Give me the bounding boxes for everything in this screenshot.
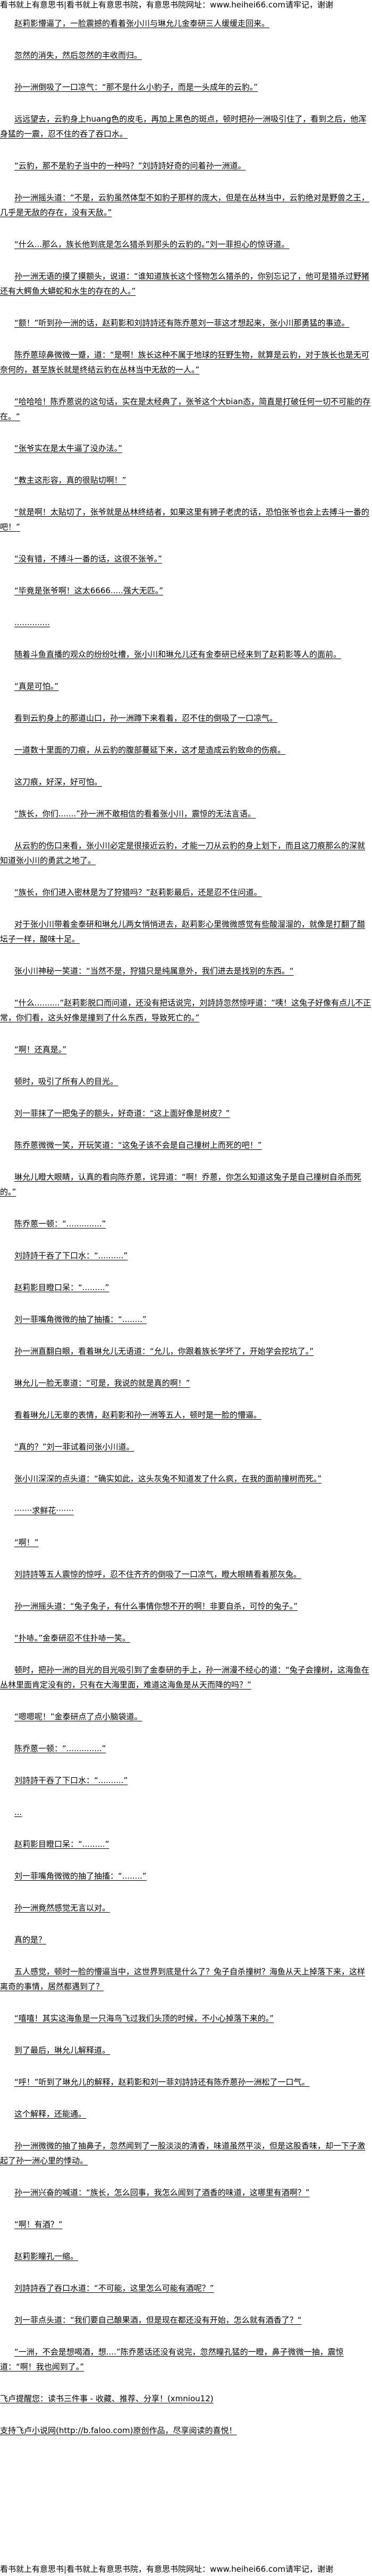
chapter-paragraph: 忽然的消失，然后忽然的丰收而归。 [14, 50, 142, 60]
site-notice-footer: 看书就上有意思书|看书就上有意思书院，有意思书院网址：www.heihei66.… [0, 2564, 333, 2574]
chapter-paragraph: 赵莉影瞳孔一缩。 [14, 2251, 79, 2261]
reading-tip: 飞卢提醒您：读书三件事 - 收藏、推荐、分享！(xmniou12) [0, 2394, 214, 2403]
chapter-paragraph: “嘻嘻！其实这海鱼是一只海鸟飞过我们头顶的时候，不小心掉落下来的。” [14, 2014, 274, 2023]
chapter-paragraph: 从云豹的伤口来看，张小川必定是很接近云豹，才能一刀从云豹的身上划下，而且这刀痕那… [0, 841, 366, 865]
chapter-paragraph: “没有错，不搏斗一番的话，这很不张爷。” [14, 554, 163, 564]
chapter-paragraph: 刘一菲嘴角微微的抽了抽搐：“........” [14, 1871, 147, 1881]
chapter-paragraph: 赵莉影懵逼了，一脸震撼的看着张小川与琳允儿金泰研三人缓缓走回来。 [14, 19, 270, 28]
chapter-paragraph: 赵莉影目瞪口呆：“.........” [14, 1839, 109, 1849]
chapter-paragraph: “就是啊！太贴切了，张爷就是丛林终结者，如果这里有狮子老虎的话，恐怕张爷也会上去… [0, 507, 369, 532]
chapter-paragraph: 刘一菲嘴角微微的抽了抽搐：“........” [14, 1315, 147, 1324]
chapter-paragraph: 顿时，吸引了所有人的目光。 [14, 1077, 119, 1086]
chapter-paragraph: 赵莉影目瞪口呆：“.........” [14, 1283, 109, 1292]
chapter-paragraph: 陈乔蒽一顿：“..............” [14, 1744, 106, 1753]
chapter-paragraph: “啊！” [14, 1538, 39, 1547]
chapter-paragraph: “什么..........“赵莉影脱口而问道，还没有把话说完，刘詩詩忽然惊呼道：… [0, 998, 371, 1022]
chapter-paragraph: 陈乔蒽琼鼻微微一蹙，道：“是啊！族长这种不属于地球的狂野生物，就算是云豹，对于族… [0, 350, 369, 374]
chapter-paragraph: 看着琳允儿无辜的表情，赵莉影和孙一洲等五人，顿时是一脸的懵逼。 [14, 1410, 262, 1420]
support-faloo-text: 支持飞卢小说网(http://b.faloo.com)原创作品，尽享阅读的喜悦！ [0, 2426, 237, 2435]
chapter-paragraph: “族长，你们进入密林是为了狩猎吗？”赵莉影最后，还是忍不住问道。 [14, 888, 262, 897]
chapter-paragraph: “啊！有酒？” [14, 2220, 63, 2229]
chapter-paragraph: 远远望去，云豹身上huang色的皮毛，再加上黑色的斑点，顿时把孙一洲吸引住了，看… [0, 114, 367, 139]
chapter-paragraph: 孙一洲倒吸了一口凉气：“那不是什么小豹子，而是一头成年的云豹。” [14, 82, 258, 92]
chapter-paragraph: 刘詩詩干吞了下口水：“..........” [14, 1776, 128, 1785]
chapter-paragraph: 看到云豹身上的那道山口，孙一洲蹲下来看着，忍不住的倒吸了一口凉气。 [14, 713, 278, 723]
chapter-paragraph: “一洲，不会是想喝酒，想....”陈乔蒽话还没有说完，忽然瞳孔猛的一瞪，鼻子微微… [0, 2347, 344, 2372]
chapter-paragraph: “族长，你们.......”孙一洲不敢相信的看着张小川，震惊的无法言语。 [14, 809, 256, 818]
chapter-paragraph: 刘詩詩等五人震惊的惊呼，忍不住齐齐的倒吸了一口凉气，瞪大眼睛看着那灰兔。 [14, 1570, 302, 1579]
chapter-paragraph: “啊！还真是。” [14, 1045, 67, 1054]
chapter-paragraph: 这个解释，还能通。 [14, 2109, 87, 2119]
chapter-paragraph: “扑哧。”金泰研忍不住扑哧一笑。 [14, 1633, 131, 1643]
chapter-paragraph: 刘詩詩干吞了下口水：“..........” [14, 1251, 128, 1260]
chapter-paragraph: 真的是？ [14, 1935, 47, 1944]
chapter-paragraph: 陈乔蒽微微一笑，开玩笑道：“这兔子该不会是自己撞树上而死的吧！” [14, 1140, 262, 1150]
chapter-paragraph: 琳允儿一脸无辜道：“可是，我说的就是真的啊！” [14, 1378, 190, 1388]
chapter-paragraph: “教主这形容，真的很贴切啊！” [14, 475, 126, 485]
chapter-paragraph: 一道数十里面的刀痕，从云豹的腹部蔓延下来，这才是造成云豹致命的伤痕。 [14, 745, 286, 755]
chapter-paragraph: 刘一菲点头道：“我们要自己酿果酒，但是现在都还没有开始，怎么就有酒香了？“ [14, 2315, 302, 2325]
chapter-paragraph: “云豹，那不是豹子当中的一种吗？”刘詩詩好奇的问着孙一洲道。 [14, 161, 246, 170]
chapter-paragraph: ... [14, 1807, 22, 1817]
chapter-paragraph: “真的？”刘一菲试着问张小川道。 [14, 1442, 134, 1452]
chapter-paragraph: 对于张小川带着金泰研和琳允儿两女悄悄进去，赵莉影心里微微感觉有些酸溜溜的，就像是… [0, 919, 366, 944]
chapter-paragraph: 孙一洲摇头道：“不是，云豹虽然体型不如豹子那样的庞大，但是在丛林当中，云豹绝对是… [0, 193, 369, 217]
chapter-paragraph: 五人感觉，顿时一脸的懵逼当中，这世界到底是什么了？兔子自杀撞树？海鱼从天上掉落下… [0, 1967, 366, 1991]
chapter-content: 赵莉影懵逼了，一脸震撼的看着张小川与琳允儿金泰研三人缓缓走回来。忽然的消失，然后… [0, 11, 372, 2438]
chapter-paragraph: 孙一洲竟然感觉无言以对。 [14, 1903, 111, 1913]
chapter-paragraph: “真是可怕。” [14, 681, 59, 691]
chapter-paragraph: “哈哈哈！陈乔蒽说的这句话，实在是太经典了，张爷这个大bian态，简直是打破任何… [0, 397, 371, 421]
chapter-paragraph: 顿时，把孙一洲的目光的目光吸引到了金泰研的手上，孙一洲漫不经心的道：“兔子会撞树… [0, 1665, 369, 1690]
chapter-paragraph: “呼！”听到了琳允儿的解释，赵莉影和刘一菲刘詩詩还有陈乔蒽孙一洲松了一口气。 [14, 2077, 310, 2087]
chapter-paragraph: 刘一菲抹了一把兔子的额头，好奇道：“这上面好像是树皮？” [14, 1108, 230, 1118]
chapter-paragraph: 刘詩詩吞了吞口水道：“不可能，这里怎么可能有酒呢？” [14, 2283, 214, 2293]
chapter-paragraph: 孙一洲直翻白眼，看着琳允儿无语道：“允儿，你跟着族长学坏了，开始学会挖坑了。” [14, 1346, 314, 1356]
chapter-paragraph: 这刀痕，好深，好可怕。 [14, 777, 103, 787]
chapter-paragraph: “额！”听到孙一洲的话，赵莉影和刘詩詩还有陈乔蒽刘一菲这才想起来，张小川那勇猛的… [14, 318, 350, 328]
chapter-paragraph: “毕竟是张爷啊！这太6666.....强大无匹。” [14, 586, 164, 595]
site-notice-header: 看书就上有意思书|看书就上有意思书院，有意思书院网址：www.heihei66.… [0, 0, 333, 10]
chapter-paragraph: 张小川神秘一笑道：“当然不是，狩猎只是纯属意外，我们进去是找别的东西。“ [14, 966, 294, 976]
chapter-paragraph: 陈乔蒽一顿：“..............” [14, 1219, 106, 1229]
chapter-paragraph: “什么...那么，族长他到底是怎么猎杀到那头的云豹的。”刘一菲担心的惊讶道。 [14, 240, 290, 249]
chapter-paragraph: 孙一洲微微的抽了抽鼻子，忽然闻到了一股淡淡的清香，味道虽然平淡，但是这股香味，却… [0, 2141, 366, 2165]
chapter-paragraph: “嗯嗯呢！”金泰研点了点小脑袋道。 [14, 1712, 142, 1721]
chapter-paragraph: “张爷实在是太牛逼了没办法。” [14, 443, 123, 453]
chapter-paragraph: 孙一洲摇头道：“兔子兔子，有什么事情你想不开的啊！非要自杀，可怜的兔子。” [14, 1601, 298, 1611]
chapter-paragraph: 琳允儿瞪大眼睛，认真的看向陈乔蒽，诧异道：“啊！乔蒽，你怎么知道这兔子是自己撞树… [0, 1172, 361, 1197]
chapter-paragraph: 随着斗鱼直播的观众的纷纷吐槽，张小川和琳允儿还有金泰研已经来到了赵莉影等人的面前… [14, 650, 342, 659]
chapter-paragraph: ·······求鲜花······· [14, 1506, 74, 1515]
chapter-paragraph: 孙一洲兴奋的喊道：“族长，怎么回事，我怎么闻到了酒香的味道，这哪里有酒啊？” [14, 2188, 310, 2197]
chapter-paragraph: 孙一洲无语的摸了摸额头，说道：“谁知道族长这个怪物怎么猎杀的，你别忘记了，他可是… [0, 271, 369, 296]
chapter-paragraph: .............. [14, 618, 50, 627]
chapter-paragraph: 到了最后，琳允儿解释道。 [14, 2045, 111, 2055]
chapter-paragraph: 张小川深深的点头道：“确实如此，这头灰兔不知道发了什么疯，在我的面前撞树而死。” [14, 1474, 322, 1483]
